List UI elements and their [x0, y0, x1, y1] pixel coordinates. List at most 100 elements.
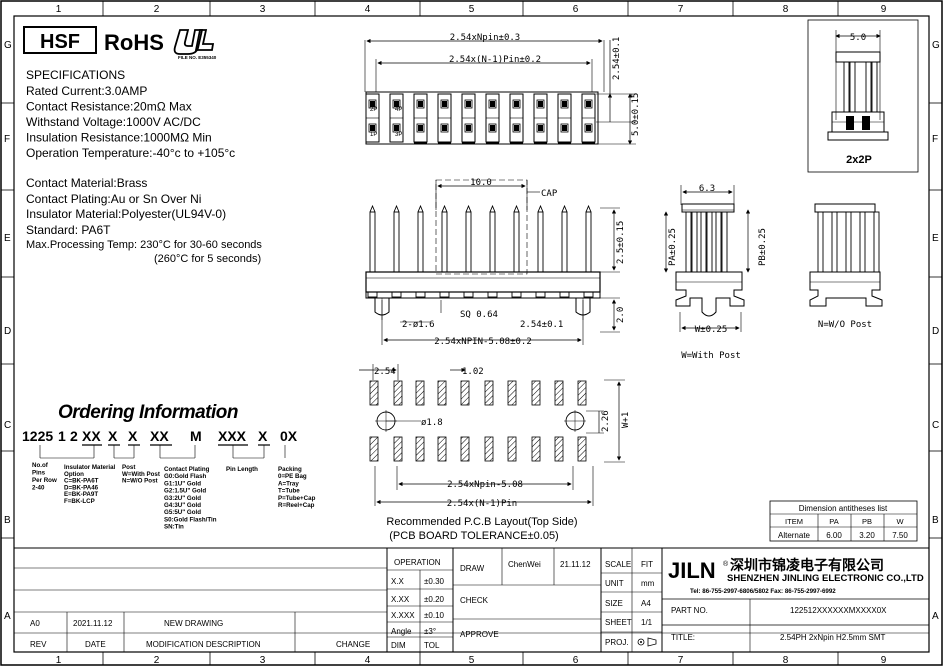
company-en: SHENZHEN JINLING ELECTRONIC CO.,LTD	[727, 573, 924, 584]
rect	[585, 211, 592, 273]
pin-tip	[561, 204, 568, 213]
col-label-bottom: 7	[678, 655, 684, 666]
ul-file-no: FILE NO. E355340	[178, 55, 217, 60]
col-label-bottom: 6	[573, 655, 579, 666]
rev-value: A0	[30, 619, 40, 628]
pin-tip	[489, 204, 496, 213]
pcb-pad-top	[460, 380, 470, 406]
rect	[415, 291, 426, 298]
rect	[365, 271, 601, 293]
title-block: A0 2021.11.12 NEW DRAWING REV DATE MODIF…	[14, 547, 929, 652]
pin-bottom	[418, 125, 423, 131]
ul-logo-icon	[173, 29, 215, 55]
row-label-right: E	[932, 233, 939, 244]
rect	[440, 99, 449, 109]
pcb-pad-top	[393, 380, 403, 406]
tol-value: TOL	[424, 641, 440, 650]
pin-bottom	[442, 125, 447, 131]
col-label-bottom: 5	[469, 655, 475, 666]
rect	[584, 123, 593, 133]
pcb-layout: 2.54 1.02 ø1.8 2.26 W+1 2.54xNpin-5.08 2…	[359, 364, 631, 542]
rect	[368, 99, 377, 109]
row-label-right: A	[932, 611, 939, 622]
dim-table-value: 7.50	[892, 531, 908, 540]
pcb-pad-bottom	[507, 436, 517, 462]
spec-line: Contact Resistance:20mΩ Max	[26, 100, 192, 114]
row-label-left: D	[4, 326, 11, 337]
company-logo: JILN	[668, 558, 716, 583]
small-base	[827, 131, 889, 141]
rect	[831, 211, 838, 273]
rect	[560, 123, 569, 133]
pcb-pad-top	[369, 380, 379, 406]
front-view: 10.0 CAP 2.5±0.15 2.0 2-ø1.6 SQ 0.64 2.5…	[365, 178, 626, 347]
pin-top	[538, 101, 543, 107]
rect	[584, 99, 593, 109]
small-dim: 5.0	[850, 33, 866, 43]
rect	[845, 211, 852, 273]
col-label-bottom: 2	[154, 655, 160, 666]
tol-dim: DIM	[391, 641, 406, 650]
row-label-left: F	[4, 134, 10, 145]
col-label-top: 2	[154, 4, 160, 15]
small-pin-black	[846, 116, 854, 130]
row-label-left: B	[4, 515, 11, 526]
pcb-pad-top	[507, 380, 517, 406]
order-label-pin_length: Pin Length	[226, 466, 258, 473]
row-label-right: G	[932, 40, 940, 51]
rect	[715, 211, 722, 273]
pin-bottom	[394, 125, 399, 131]
hdr-date: DATE	[85, 640, 106, 649]
pin-tip	[369, 204, 376, 213]
rect	[488, 123, 497, 133]
rect	[535, 291, 546, 298]
pin-tip	[393, 204, 400, 213]
side2-body	[809, 271, 883, 307]
size-label: SIZE	[605, 599, 623, 608]
side-body	[675, 271, 745, 317]
rect	[721, 211, 728, 273]
unit-label: UNIT	[605, 579, 624, 588]
rev-desc: NEW DRAWING	[164, 619, 223, 628]
rect	[871, 61, 878, 113]
check-label: CHECK	[460, 596, 489, 605]
pcb-dim-row: 2.26	[601, 410, 611, 432]
draw-label: DRAW	[460, 564, 485, 573]
pcb-pad-top	[415, 380, 425, 406]
operation-label: OPERATION	[394, 558, 441, 567]
pcb-pad-bottom	[369, 436, 379, 462]
col-label-bottom: 3	[260, 655, 266, 666]
col-label-top: 5	[469, 4, 475, 15]
pin-tip	[417, 204, 424, 213]
sheet-value: 1/1	[641, 618, 653, 627]
order-code-part: M	[190, 428, 202, 444]
row-label-right: C	[932, 420, 939, 431]
side-view-body	[675, 203, 745, 317]
pcb-pad-bottom	[531, 436, 541, 462]
rect	[511, 291, 522, 298]
cap-label: CAP	[541, 189, 558, 199]
rect	[392, 99, 401, 109]
pcb-pad-bottom	[437, 436, 447, 462]
order-label-packing: R=Reel+Cap	[278, 502, 315, 509]
pcb-dim-pitch: 2.54	[374, 367, 396, 377]
rect	[512, 99, 521, 109]
small-view: 5.0 2x2P	[807, 19, 919, 173]
order-label-insulator: C=BK-PA6T	[64, 478, 99, 485]
tol-value: ±0.30	[424, 577, 445, 586]
dim-pitch: 2.54±0.1	[520, 320, 563, 330]
rect	[416, 99, 425, 109]
col-label-top: 8	[783, 4, 789, 15]
pin-tip	[465, 204, 472, 213]
small-caption: 2x2P	[846, 154, 872, 166]
material-line: (260°C for 5 seconds)	[154, 253, 261, 265]
order-label-pins: No.of	[32, 462, 49, 469]
drawer-name: ChenWei	[508, 560, 541, 569]
rect	[560, 99, 569, 109]
unit-value: mm	[641, 579, 655, 588]
